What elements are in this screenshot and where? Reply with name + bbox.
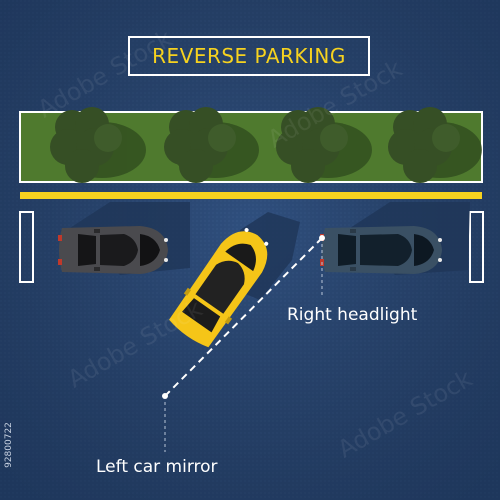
guide-lines xyxy=(162,235,325,452)
hedge-strip xyxy=(19,107,483,183)
car-icon xyxy=(320,226,442,274)
car-icon xyxy=(169,227,269,348)
stock-id-text: 92800722 xyxy=(4,422,14,468)
guide-line-dashed xyxy=(164,237,323,397)
car-icon xyxy=(58,226,168,274)
parking-marker-icon xyxy=(469,211,484,283)
diagram-title: REVERSE PARKING xyxy=(128,36,370,76)
headlight-point xyxy=(319,235,325,241)
right-headlight-label: Right headlight xyxy=(287,305,418,325)
stock-id: 92800722 xyxy=(2,390,16,500)
tree-icon xyxy=(164,107,236,183)
tree-icon xyxy=(50,107,122,183)
curb-line xyxy=(20,192,482,199)
tree-icon xyxy=(276,107,348,183)
left-mirror-label: Left car mirror xyxy=(96,457,218,477)
parking-marker-icon xyxy=(19,211,34,283)
mirror-point xyxy=(162,393,168,399)
tree-icon xyxy=(388,107,460,183)
